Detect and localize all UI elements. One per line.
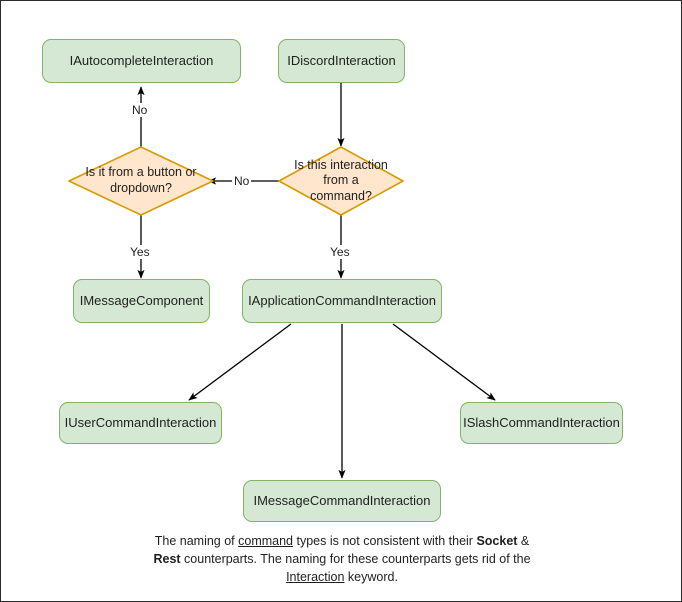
caption-part5: keyword. <box>344 570 398 585</box>
caption-bold-rest: Rest <box>153 552 181 567</box>
edge-label-text: No <box>132 103 148 117</box>
edge-label-text: Yes <box>130 245 150 259</box>
node-label: IAutocompleteInteraction <box>69 53 214 69</box>
node-label: IUserCommandInteraction <box>64 415 217 431</box>
node-autocomplete-interaction[interactable]: IAutocompleteInteraction <box>42 39 241 83</box>
node-message-command-interaction[interactable]: IMessageCommandInteraction <box>243 480 441 522</box>
node-label: IMessageCommandInteraction <box>253 493 431 509</box>
caption-note: The naming of command types is not consi… <box>142 532 542 586</box>
caption-part2: types is not consistent with their <box>293 534 477 548</box>
caption-bold-socket: Socket <box>476 534 518 548</box>
caption-underline-interaction: Interaction <box>286 570 345 585</box>
node-discord-interaction[interactable]: IDiscordInteraction <box>278 39 405 83</box>
edge-label-text: Yes <box>330 245 350 259</box>
node-label: IApplicationCommandInteraction <box>248 293 436 309</box>
node-decision-button-or-dropdown[interactable]: Is it from a button or dropdown? <box>68 146 214 216</box>
node-label: IMessageComponent <box>79 293 204 309</box>
edge-label-text: No <box>234 174 250 188</box>
diamond-shape <box>278 146 404 216</box>
edge-label-yes-right: Yes <box>328 245 352 259</box>
edge-appcmd-to-user-command <box>188 323 292 401</box>
node-application-command-interaction[interactable]: IApplicationCommandInteraction <box>242 279 442 323</box>
node-label: Is this interaction from a command? <box>294 157 388 203</box>
edge-appcmd-to-slash-command <box>392 323 496 401</box>
node-message-component[interactable]: IMessageComponent <box>73 279 210 323</box>
caption-underline-command: command <box>238 534 294 548</box>
node-label: ISlashCommandInteraction <box>463 415 620 431</box>
edge-label-no-up: No <box>130 103 150 117</box>
node-label: Is it from a button or dropdown? <box>85 165 197 195</box>
node-slash-command-interaction[interactable]: ISlashCommandInteraction <box>460 402 623 444</box>
diamond-shape <box>68 146 214 216</box>
caption-part4: counterparts. The naming for these count… <box>180 552 531 567</box>
edge-label-no-left: No <box>232 174 252 188</box>
edge-label-yes-left: Yes <box>128 245 152 259</box>
node-user-command-interaction[interactable]: IUserCommandInteraction <box>59 402 222 444</box>
node-decision-from-command[interactable]: Is this interaction from a command? <box>278 146 404 216</box>
node-label: IDiscordInteraction <box>287 53 396 69</box>
caption-part3: & <box>517 534 530 548</box>
caption-part1: The naming of <box>154 534 239 548</box>
